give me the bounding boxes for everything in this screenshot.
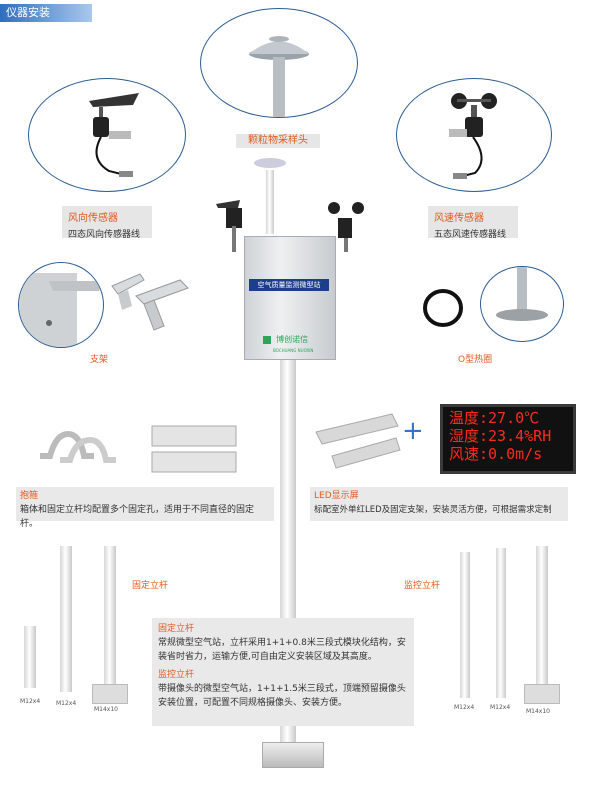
sampling-head-top (254, 158, 286, 168)
led-display: 温度:27.0℃ 湿度:23.4%RH 风速:0.0m/s (440, 404, 576, 474)
fixed-pole-size-2: M12x4 (56, 700, 77, 707)
sampling-head-label: 颗粒物采样头 (236, 134, 320, 148)
monitor-pole-label: 监控立杆 (404, 581, 441, 591)
o-ring-closeup-image (496, 267, 548, 321)
led-panel: LED显示屏 标配室外单红LED及固定支架，安装灵活方便，可根据需求定制 (310, 487, 568, 521)
fixed-pole-3-base (92, 684, 128, 704)
section-header: 仪器安装 (0, 4, 92, 22)
monitor-pole-size-3: M14x10 (526, 708, 550, 715)
fixed-pole-2 (60, 546, 72, 692)
hoop-image (40, 430, 116, 463)
fixed-pole-1 (24, 626, 36, 688)
mast (266, 170, 274, 234)
led-line-2: 湿度:23.4%RH (449, 427, 552, 445)
hoop-panel: 抱箍 箱体和固定立杆均配置多个固定孔，适用于不同直径的固定杆。 (16, 487, 274, 529)
bracket-parts-image (111, 273, 189, 331)
cabinet-logo: 博创诺信 BOCHUANG NUOXIN (263, 329, 323, 353)
bracket-label: 支架 (90, 355, 109, 365)
monitor-pole-2 (496, 548, 506, 698)
bracket-circle (18, 262, 104, 348)
cabinet: 空气质量监测微型站 博创诺信 BOCHUANG NUOXIN (244, 236, 336, 360)
led-line-1: 温度:27.0℃ (449, 409, 540, 427)
sampling-head-image (249, 36, 309, 117)
cabinet-title: 空气质量监测微型站 (249, 279, 329, 291)
o-ring-label: O型热圈 (458, 355, 493, 365)
wind-direction-circle (28, 78, 186, 192)
brand-icon (263, 335, 271, 344)
monitor-pole-size-2: M12x4 (490, 704, 511, 711)
fixing-plates-image (151, 425, 237, 473)
sampling-head-circle (200, 8, 358, 118)
o-ring-circle (480, 266, 564, 342)
wind-direction-label: 风向传感器 四态风向传感器线 (62, 206, 152, 240)
station-sensors (216, 200, 364, 252)
led-line-3: 风速:0.0m/s (449, 445, 543, 463)
anemometer-image (449, 93, 497, 179)
wind-speed-circle (396, 78, 552, 192)
fixed-pole-size-3: M14x10 (94, 706, 118, 713)
fixed-pole-3 (104, 546, 116, 692)
monitor-pole-1 (460, 552, 470, 698)
led-bracket-image (315, 413, 401, 469)
bracket-closeup-image (19, 273, 103, 347)
fixed-pole-size-1: M12x4 (20, 698, 41, 705)
wind-speed-label: 风速传感器 五态风速传感器线 (428, 206, 518, 240)
monitor-pole-3 (536, 546, 548, 692)
monitor-pole-size-1: M12x4 (454, 704, 475, 711)
main-pole-base (262, 742, 324, 768)
wind-vane-image (89, 93, 139, 177)
plus-sign: + (402, 416, 424, 446)
o-ring-image (423, 289, 463, 327)
pole-info-panel: 固定立杆 常规微型空气站，立杆采用1+1+0.8米三段式模块化结构，安装省时省力… (152, 618, 414, 726)
fixed-pole-label: 固定立杆 (132, 581, 169, 591)
monitor-pole-3-base (524, 684, 560, 704)
